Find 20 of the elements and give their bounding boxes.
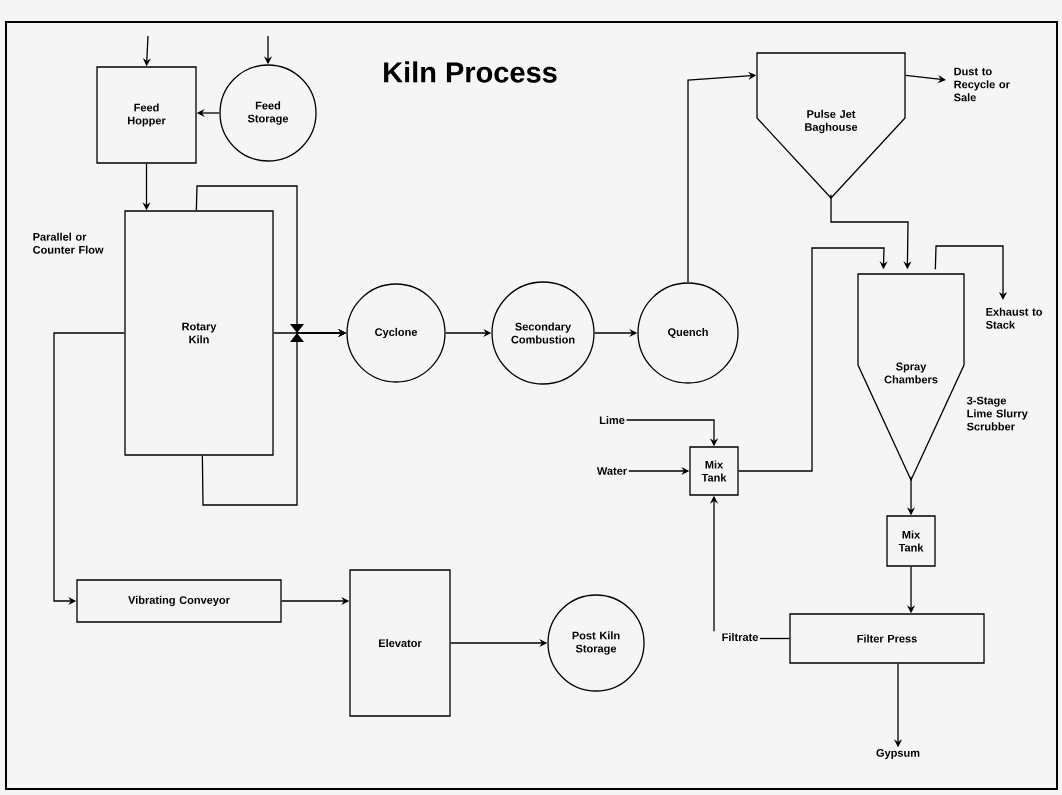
flow-label: Gypsum <box>876 749 920 759</box>
process-box: Feed Hopper <box>96 66 197 164</box>
connector-line <box>759 637 790 640</box>
title: Kiln Process <box>384 61 557 83</box>
process-box: Elevator <box>349 569 451 717</box>
arrow <box>934 245 1008 300</box>
process-box: Rotary Kiln <box>124 210 274 456</box>
process-box: Filter Press <box>789 613 985 664</box>
funnel-vessel: Spray Chambers <box>857 273 965 482</box>
process-box: Mix Tank <box>689 446 739 496</box>
flow-label: Lime <box>599 415 625 425</box>
arrow <box>738 247 888 472</box>
flow-label: Water <box>596 467 627 475</box>
hopper-vessel: Pulse Jet Baghouse <box>756 52 906 199</box>
flow-label: Dust to Recycle or Sale <box>954 67 1010 102</box>
process-box: Vibrating Conveyor <box>76 579 282 623</box>
flow-label: Filtrate <box>722 632 758 642</box>
process-box: Mix Tank <box>886 515 936 567</box>
flow-label: Exhaust to Stack <box>986 307 1043 329</box>
note-text: Parallel or Counter Flow <box>33 232 104 254</box>
